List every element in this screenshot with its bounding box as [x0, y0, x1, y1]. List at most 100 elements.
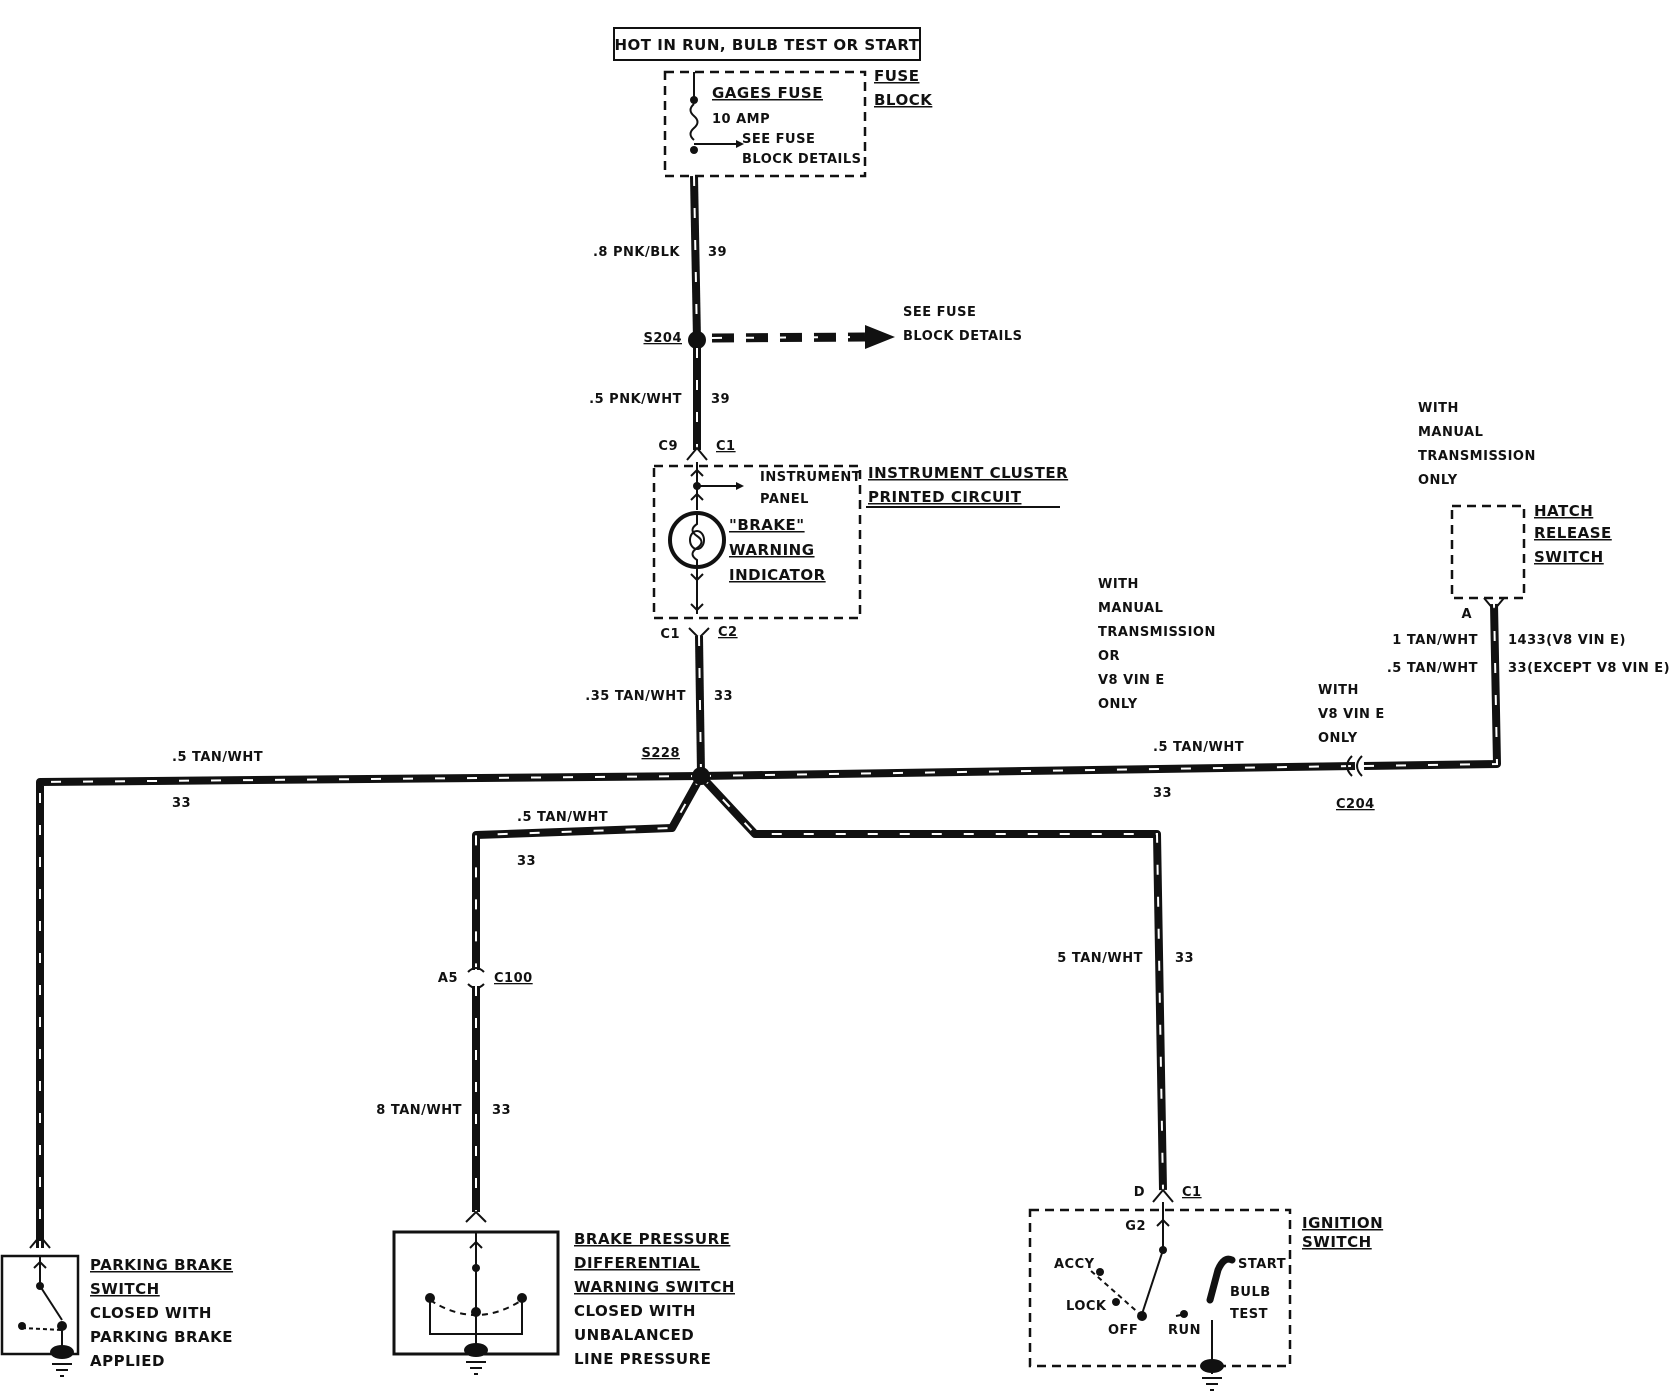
note-v8-2: V8 VIN E — [1318, 707, 1385, 722]
connector-a-hatch-label: A — [1461, 607, 1472, 622]
connector-c2-label: C2 — [718, 625, 738, 640]
connector-a5-label: A5 — [438, 971, 458, 986]
wire-hatch2-gauge: .5 TAN/WHT — [1387, 661, 1478, 676]
connector-g2-label: G2 — [1125, 1219, 1146, 1234]
ignition-label-2: SWITCH — [1302, 1233, 1372, 1251]
wire-39-lower-circuit: 39 — [711, 392, 730, 407]
wire-center-circuit: 33 — [517, 854, 536, 869]
pressure-label-5: UNBALANCED — [574, 1326, 694, 1344]
hatch-label-2: RELEASE — [1534, 524, 1612, 542]
connector-c1-top-label: C1 — [716, 439, 736, 454]
wire-39-upper — [690, 175, 701, 341]
connector-c204-label: C204 — [1336, 797, 1375, 812]
pressure-label-6: LINE PRESSURE — [574, 1350, 711, 1368]
fuse-see-1: SEE FUSE — [742, 132, 815, 147]
wire-ign-gauge: 5 TAN/WHT — [1057, 951, 1143, 966]
wire-39-lower-gauge: .5 PNK/WHT — [589, 392, 682, 407]
note-manual-4: ONLY — [1418, 473, 1458, 488]
wire-33-cluster — [695, 635, 705, 775]
wire-33-center — [472, 774, 705, 970]
fuse-bottom-node — [690, 146, 698, 154]
splice-s204 — [688, 331, 706, 349]
cluster-title-1: INSTRUMENT CLUSTER — [868, 464, 1068, 482]
note-manual-or-v8-3: TRANSMISSION — [1098, 625, 1216, 640]
ignition-lock: LOCK — [1066, 1299, 1107, 1314]
fuse-top-node — [690, 96, 698, 104]
instrument-panel-1: INSTRUMENT — [760, 470, 861, 485]
note-manual-or-v8-1: WITH — [1098, 577, 1139, 592]
s204-see-2: BLOCK DETAILS — [903, 329, 1023, 344]
ground-icon — [464, 1343, 488, 1357]
connector-c9-icon — [686, 446, 708, 461]
wire-right-circuit: 33 — [1153, 786, 1172, 801]
wire-33-left — [36, 772, 702, 1248]
parking-label-3: CLOSED WITH — [90, 1304, 212, 1322]
brake-bulb-3: INDICATOR — [729, 566, 826, 584]
brake-bulb-2: WARNING — [729, 541, 815, 559]
ignition-accy-contact — [1096, 1268, 1104, 1276]
wire-39-upper-circuit: 39 — [708, 245, 727, 260]
arrow-icon — [736, 482, 744, 490]
note-v8-3: ONLY — [1318, 731, 1358, 746]
connector-c1-ign-label: C1 — [1182, 1185, 1202, 1200]
note-manual-or-v8-2: MANUAL — [1098, 601, 1163, 616]
wire-hatch1-gauge: 1 TAN/WHT — [1392, 633, 1478, 648]
ignition-connector-icon — [1152, 1188, 1174, 1203]
ignition-start-contact — [1206, 1255, 1236, 1304]
wire-39-upper-gauge: .8 PNK/BLK — [593, 245, 680, 260]
hot-label-box — [613, 27, 921, 61]
wire-right-gauge: .5 TAN/WHT — [1153, 740, 1244, 755]
wire-hatch2-circuit: 33(EXCEPT V8 VIN E) — [1508, 661, 1670, 676]
arrow-icon — [865, 325, 895, 349]
wire-33-cluster-circuit: 33 — [714, 689, 733, 704]
note-manual-2: MANUAL — [1418, 425, 1483, 440]
wire-33-ignition — [698, 773, 1167, 1191]
pressure-label-3: WARNING SWITCH — [574, 1278, 735, 1296]
cluster-title-2: PRINTED CIRCUIT — [868, 488, 1022, 506]
note-manual-or-v8-6: ONLY — [1098, 697, 1138, 712]
ignition-start: START — [1238, 1257, 1286, 1272]
ignition-bulb-1: BULB — [1230, 1285, 1271, 1300]
connector-c100-label: C100 — [494, 971, 533, 986]
ignition-run: RUN — [1168, 1323, 1201, 1338]
pressure-label-1: BRAKE PRESSURE — [574, 1230, 730, 1248]
note-manual-1: WITH — [1418, 401, 1459, 416]
ignition-bulb-2: TEST — [1230, 1307, 1268, 1322]
parking-connector-icon — [29, 1234, 51, 1249]
connector-c204-icon — [1346, 755, 1363, 777]
ignition-accy: ACCY — [1054, 1257, 1095, 1272]
wire-left-circuit: 33 — [172, 796, 191, 811]
fuse-block-1: FUSE — [874, 67, 919, 85]
wire-33-cluster-gauge: .35 TAN/WHT — [585, 689, 686, 704]
ignition-lock-contact — [1112, 1298, 1120, 1306]
ground-icon — [1200, 1359, 1224, 1373]
splice-s228 — [692, 767, 710, 785]
note-manual-3: TRANSMISSION — [1418, 449, 1536, 464]
hatch-label-1: HATCH — [1534, 502, 1593, 520]
connector-c100-icon — [467, 967, 485, 989]
splice-s228-label: S228 — [642, 746, 681, 761]
parking-label-4: PARKING BRAKE — [90, 1328, 233, 1346]
brake-bulb-1: "BRAKE" — [729, 516, 805, 534]
connector-a-hatch-icon — [1483, 597, 1505, 612]
pressure-label-4: CLOSED WITH — [574, 1302, 696, 1320]
connector-c1-bottom-label: C1 — [660, 627, 680, 642]
wire-hatch1-circuit: 1433(V8 VIN E) — [1508, 633, 1626, 648]
note-manual-or-v8-5: V8 VIN E — [1098, 673, 1165, 688]
splice-s204-label: S204 — [644, 331, 683, 346]
wire-ign-circuit: 33 — [1175, 951, 1194, 966]
ground-icon — [50, 1345, 74, 1359]
fuse-rating: 10 AMP — [712, 112, 770, 127]
s204-see-1: SEE FUSE — [903, 305, 976, 320]
pressure-label-2: DIFFERENTIAL — [574, 1254, 700, 1272]
hatch-release-switch — [1450, 504, 1526, 600]
hatch-label-3: SWITCH — [1534, 548, 1604, 566]
wire-center-gauge: .5 TAN/WHT — [517, 810, 608, 825]
arrow-icon — [736, 140, 744, 148]
ignition-off: OFF — [1108, 1323, 1138, 1338]
wire-hatch — [1363, 603, 1501, 770]
fuse-element-icon — [689, 103, 699, 141]
wire-press-gauge: 8 TAN/WHT — [376, 1103, 462, 1118]
ignition-label-1: IGNITION — [1302, 1214, 1383, 1232]
